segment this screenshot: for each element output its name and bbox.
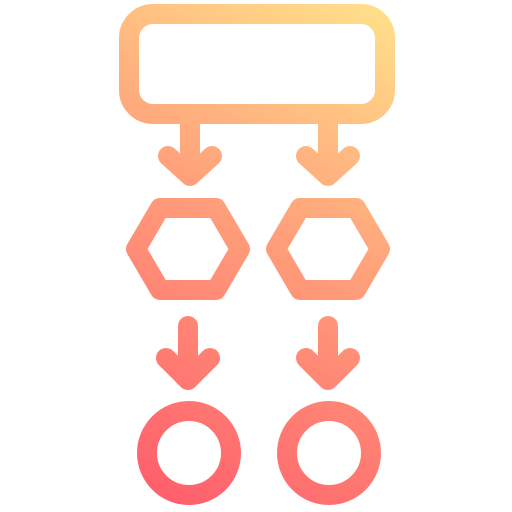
circle-node-right — [277, 401, 381, 505]
arrow-down-icon — [156, 316, 220, 390]
arrow-down-icon — [158, 114, 222, 186]
arrow-down-icon — [296, 114, 360, 186]
hexagon-node-right — [266, 198, 390, 300]
hexagon-node-left — [126, 198, 250, 300]
arrow-down-icon — [296, 316, 360, 390]
process-box — [119, 4, 395, 124]
circle-node-left — [137, 401, 241, 505]
